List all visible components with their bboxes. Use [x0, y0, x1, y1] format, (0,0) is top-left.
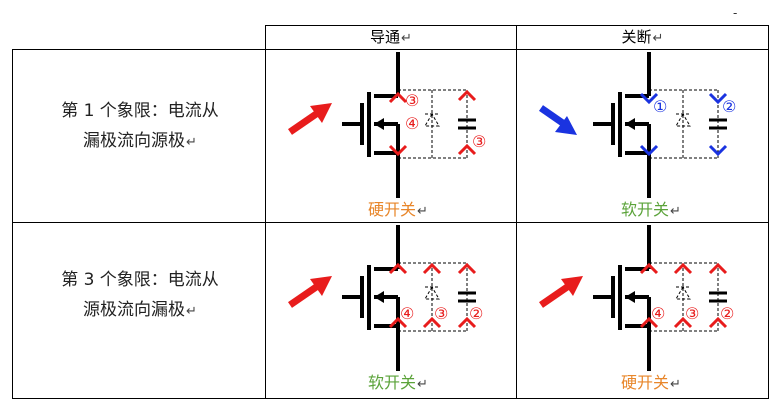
- table-left-border: [12, 49, 13, 399]
- output-capacitor-icon: [709, 291, 727, 303]
- mosfet-symbol: [342, 225, 400, 371]
- corner-mark: -: [733, 6, 738, 20]
- soft-switch-arrow-icon: [288, 276, 332, 308]
- table-top-border: [265, 25, 769, 26]
- row1-label: 第 1 个象限：电流从 漏极流向源极↵: [20, 96, 260, 158]
- hard-switch-arrow-icon: [288, 103, 332, 135]
- row2-label-line2: 源极流向漏极↵: [83, 300, 197, 320]
- marker-3: ③: [434, 304, 448, 323]
- row1-on-circuit: ③ ④ ③: [288, 52, 486, 198]
- row2-on-circuit: ④ ③ ②: [288, 225, 483, 371]
- marker-3b: ③: [472, 132, 486, 151]
- table-col-divider-2: [516, 25, 517, 399]
- marker-2: ②: [720, 304, 734, 323]
- mosfet-symbol: [593, 225, 651, 371]
- current-flow-arrows: [639, 92, 728, 157]
- table-col-divider-1: [265, 25, 266, 399]
- table-bottom-border: [12, 398, 769, 399]
- row1-off-circuit: ① ②: [539, 52, 736, 198]
- marker-2: ②: [469, 304, 483, 323]
- output-capacitor-icon: [458, 291, 476, 303]
- row2-label-line1: 第 3 个象限：电流从: [61, 270, 219, 290]
- soft-switch-arrow-icon: [539, 105, 577, 135]
- output-capacitor-icon: [458, 118, 476, 130]
- table-row-divider: [12, 222, 769, 223]
- marker-4: ④: [405, 114, 419, 133]
- header-off: 关断↵: [621, 28, 664, 46]
- marker-4: ④: [651, 304, 665, 323]
- row1-off-caption: 软开关↵: [621, 200, 681, 219]
- row1-label-line1: 第 1 个象限：电流从: [61, 101, 219, 121]
- marker-4: ④: [400, 304, 414, 323]
- output-capacitor-icon: [709, 118, 727, 130]
- marker-3a: ③: [405, 91, 419, 110]
- mosfet-symbol: [593, 52, 651, 198]
- row1-label-line2: 漏极流向源极↵: [83, 131, 197, 151]
- row2-label: 第 3 个象限：电流从 源极流向漏极↵: [20, 265, 260, 327]
- mosfet-symbol: [342, 52, 400, 198]
- table-header-border: [12, 49, 769, 50]
- marker-3: ③: [685, 304, 699, 323]
- row2-on-caption: 软开关↵: [368, 373, 428, 392]
- current-flow-arrows: [388, 89, 477, 157]
- marker-2: ②: [722, 97, 736, 116]
- table-right-border: [768, 25, 769, 399]
- row1-on-caption: 硬开关↵: [368, 200, 428, 219]
- hard-switch-arrow-icon: [539, 276, 583, 308]
- current-flow-arrows: [388, 262, 477, 329]
- current-flow-arrows: [639, 262, 728, 329]
- marker-1: ①: [653, 97, 667, 116]
- header-on: 导通↵: [370, 28, 412, 46]
- row2-off-caption: 硬开关↵: [621, 373, 681, 392]
- row2-off-circuit: ④ ③ ②: [539, 225, 734, 371]
